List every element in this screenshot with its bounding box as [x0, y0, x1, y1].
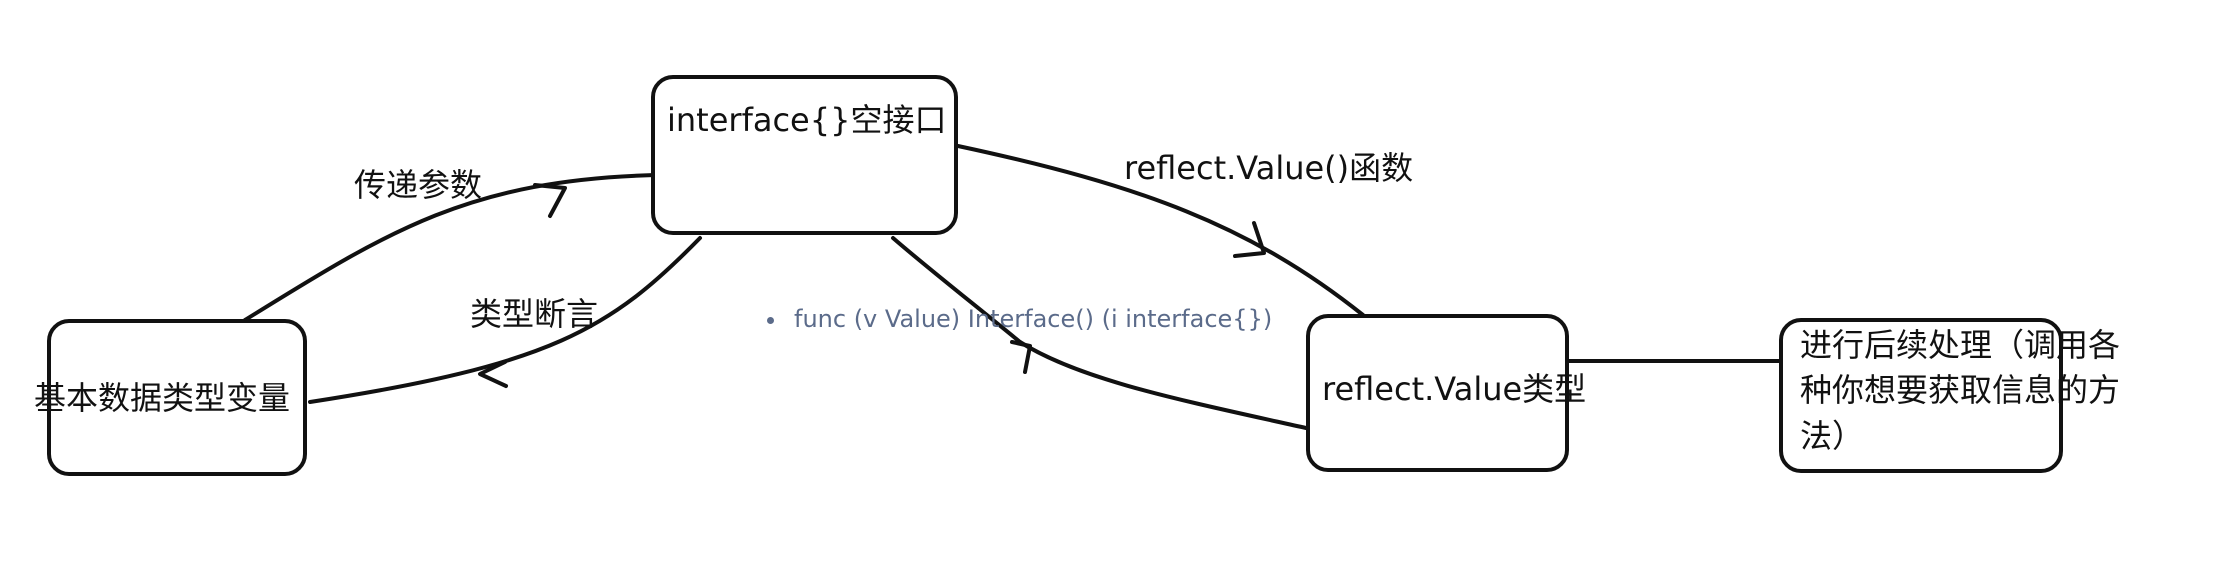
reflect-value-func-label: reflect.Value()函数	[1124, 149, 1414, 187]
reflect-value-box	[1306, 314, 1569, 472]
type-assert-label: 类型断言	[470, 295, 599, 333]
return-interface-curve	[1018, 340, 1308, 430]
reflect-value-func-arrowhead	[1233, 221, 1266, 258]
type-assert-arrowhead	[478, 360, 508, 388]
pass-param-label: 传递参数	[354, 166, 483, 204]
interface-box-label: interface{}空接口	[667, 101, 947, 139]
reflect-value-box-label: reflect.Value类型	[1322, 370, 1587, 408]
followup-box-label: 进行后续处理（调用各种你想要获取信息的方法）	[1800, 326, 2121, 455]
pass-param-curve	[243, 173, 657, 322]
type-assert-curve	[308, 236, 702, 404]
basic-var-box	[47, 319, 307, 476]
followup-box	[1779, 318, 2063, 473]
reflect-value-func-curve	[956, 144, 1365, 317]
method-signature: func (v Value) Interface() (i interface{…	[794, 305, 1273, 333]
method-signature-bullet	[767, 317, 774, 324]
return-interface-link	[891, 236, 1022, 344]
basic-var-box-label: 基本数据类型变量	[34, 379, 291, 417]
pass-param-arrowhead	[533, 183, 567, 218]
interface-box	[651, 75, 958, 235]
return-interface-arrowhead	[1010, 340, 1032, 374]
